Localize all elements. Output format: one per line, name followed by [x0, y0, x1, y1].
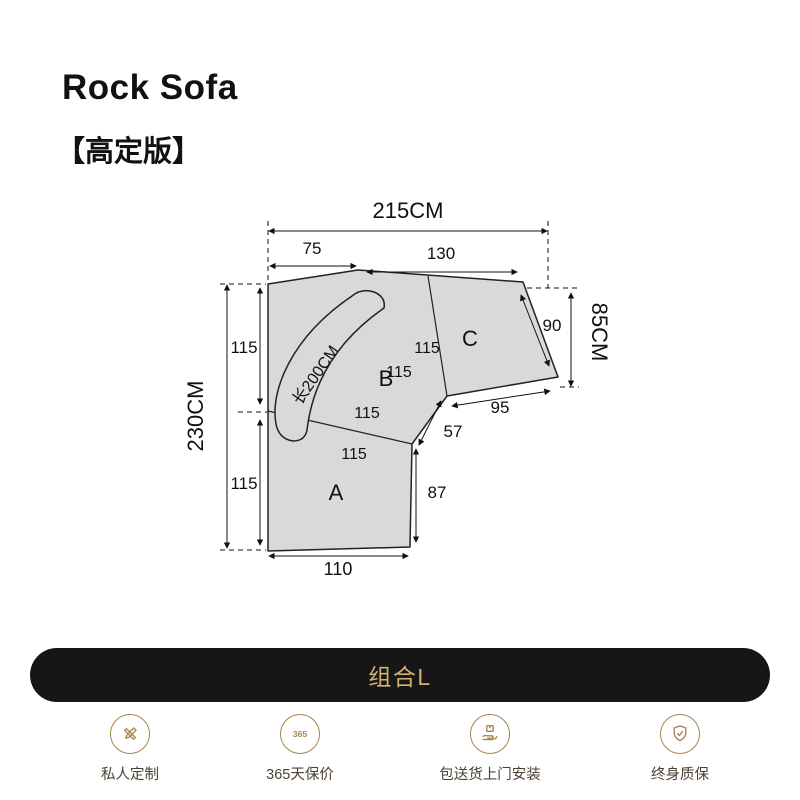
dim-line-90 [520, 294, 550, 367]
section-label-a: A [329, 480, 344, 505]
dim-label-87: 87 [428, 483, 447, 502]
sofa-outline [267, 269, 559, 552]
dim-line-57 [418, 400, 442, 446]
sofa-dimension-diagram: 215CM 75 130 230CM 115 115 85CM 90 115 1… [183, 198, 612, 579]
365-badge-text: 365 [293, 729, 308, 739]
feature-label-delivery: 包送货上门安装 [439, 767, 541, 783]
dim-label-75: 75 [303, 239, 322, 258]
dim-label-215: 215CM [373, 198, 444, 223]
dim-label-115-mid-top: 115 [354, 405, 380, 422]
feature-delivery: 包送货上门安装 [415, 714, 565, 784]
dim-label-115-mid-bottom: 115 [341, 446, 367, 463]
product-subtitle: 【高定版】 [56, 136, 202, 168]
section-label-c: C [462, 326, 478, 351]
365-badge-icon: 365 [280, 714, 320, 754]
dim-label-57: 57 [444, 422, 463, 441]
shield-icon [660, 714, 700, 754]
divider-b-c [427, 275, 448, 397]
section-label-b: B [379, 366, 394, 391]
feature-custom: 私人定制 [55, 714, 205, 784]
dim-line-95 [451, 388, 551, 409]
product-title: Rock Sofa [62, 68, 238, 107]
dim-label-95: 95 [491, 398, 510, 417]
pencil-icon [110, 714, 150, 754]
dim-label-115-left-bottom: 115 [230, 474, 257, 493]
dim-label-90: 90 [543, 316, 562, 335]
dim-label-130: 130 [427, 244, 455, 263]
feature-label-warranty: 终身质保 [651, 767, 709, 783]
combo-banner: 组合L [30, 648, 770, 702]
armrest-shape [274, 289, 386, 442]
dim-label-110: 110 [324, 559, 353, 579]
dim-label-85: 85CM [587, 303, 612, 362]
feature-price-protection: 365 365天保价 [225, 714, 375, 784]
dim-label-115-b: 115 [386, 364, 412, 381]
dim-label-230: 230CM [183, 381, 208, 452]
dim-label-115-c: 115 [414, 340, 440, 357]
feature-warranty: 终身质保 [605, 714, 755, 784]
combo-label: 组合L [368, 664, 432, 690]
feature-label-price-protection: 365天保价 [266, 767, 334, 783]
delivery-hand-icon [470, 714, 510, 754]
dim-label-115-left-top: 115 [230, 338, 257, 357]
feature-label-custom: 私人定制 [101, 767, 159, 783]
